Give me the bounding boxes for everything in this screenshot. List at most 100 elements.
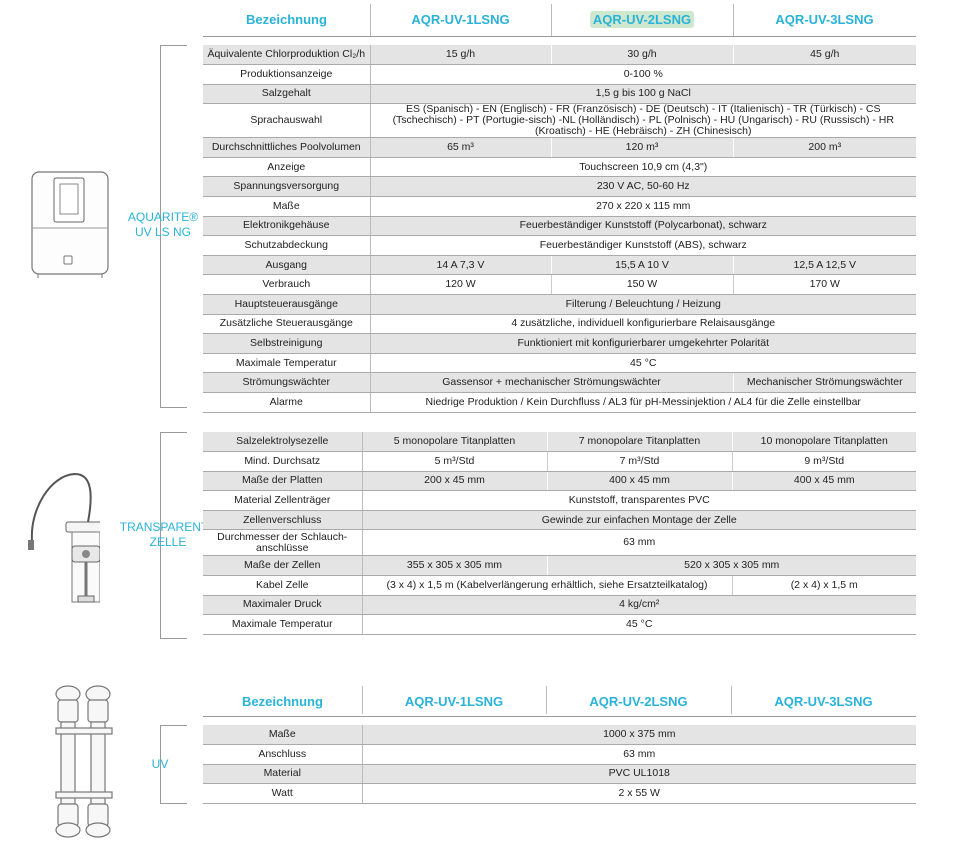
spec-value: 0-100 %	[370, 64, 916, 85]
controller-device-image	[31, 171, 109, 278]
spec-value: 150 W	[551, 274, 734, 296]
spec-label: Maximale Temperatur	[203, 353, 371, 374]
spec-label: Hauptsteuerausgänge	[203, 294, 371, 315]
spec-value: Niedrige Produktion / Kein Durchfluss / …	[370, 392, 916, 413]
spec-label: Kabel Zelle	[203, 575, 363, 596]
spec-value: Mechanischer Strömungswächter	[733, 372, 916, 393]
spec-label: Material Zellenträger	[203, 490, 363, 511]
spec-value: Feuerbeständiger Kunststoff (Polycarbona…	[370, 216, 916, 237]
spec-value: 170 W	[733, 274, 916, 296]
spec-value: 270 x 220 x 115 mm	[370, 196, 916, 217]
spec-value: Filterung / Beleuchtung / Heizung	[370, 294, 916, 315]
spec-value: 45 g/h	[733, 45, 916, 66]
spec-value: (3 x 4) x 1,5 m (Kabelverlängerung erhäl…	[362, 575, 733, 596]
spec-label: Maximale Temperatur	[203, 614, 363, 635]
spec-value: Touchscreen 10,9 cm (4,3")	[370, 157, 916, 178]
spec-value: (2 x 4) x 1,5 m	[732, 575, 916, 596]
spec-value: Feuerbeständiger Kunststoff (ABS), schwa…	[370, 235, 916, 256]
spec-value: 63 mm	[362, 529, 916, 557]
spec-label: Ausgang	[203, 255, 371, 276]
spec-label: Produktionsanzeige	[203, 64, 371, 85]
spec-value: ES (Spanisch) - EN (Englisch) - FR (Fran…	[370, 103, 916, 139]
spec-value: 4 kg/cm²	[362, 595, 916, 616]
uv-header-model-1: AQR-UV-1LSNG	[404, 693, 504, 709]
spec-value: 63 mm	[362, 744, 916, 765]
spec-label: Anschluss	[203, 744, 363, 765]
spec-label: Maße	[203, 725, 363, 746]
uv-lamp-image	[55, 685, 113, 838]
spec-value: Gassensor + mechanischer Strömungswächte…	[370, 372, 734, 393]
spec-value: 45 °C	[370, 353, 916, 374]
spec-value: PVC UL1018	[362, 764, 916, 785]
spec-value: Kunststoff, transparentes PVC	[362, 490, 916, 511]
spec-value: 5 monopolare Titanplatten	[362, 432, 548, 453]
spec-value: 9 m³/Std	[732, 451, 916, 472]
spec-label: Salzgehalt	[203, 84, 371, 105]
spec-label: Sprachauswahl	[203, 103, 371, 139]
spec-label: Äquivalente Chlorproduktion Cl₂/h	[203, 45, 371, 66]
spec-value: 230 V AC, 50-60 Hz	[370, 176, 916, 198]
spec-value: 10 monopolare Titanplatten	[732, 432, 916, 453]
spec-value: 520 x 305 x 305 mm	[547, 555, 916, 577]
spec-label: Selbstreinigung	[203, 333, 371, 354]
spec-label: Durchschnittliches Poolvolumen	[203, 137, 371, 158]
uv-header-designation: Bezeichnung	[242, 693, 323, 709]
spec-label: Verbrauch	[203, 274, 371, 296]
uv-header-model-3: AQR-UV-3LSNG	[774, 693, 873, 709]
spec-label: Elektronikgehäuse	[203, 216, 371, 237]
header-model-3: AQR-UV-3LSNG	[775, 11, 874, 27]
spec-label: Material	[203, 764, 363, 785]
header-model-2: AQR-UV-2LSNG	[551, 6, 733, 32]
spec-value: 1000 x 375 mm	[362, 725, 916, 746]
spec-value: 7 monopolare Titanplatten	[547, 432, 733, 453]
spec-label: Spannungsversorgung	[203, 176, 371, 198]
spec-value: 15 g/h	[370, 45, 552, 66]
header-designation: Bezeichnung	[246, 11, 327, 27]
spec-label: Strömungswächter	[203, 372, 371, 393]
spec-label: Zellenverschluss	[203, 510, 363, 531]
spec-label: Maße	[203, 196, 371, 217]
spec-value: 12,5 A 12,5 V	[733, 255, 916, 276]
spec-value: Funktioniert mit konfigurierbarer umgeke…	[370, 333, 916, 354]
spec-value: 65 m³	[370, 137, 552, 158]
spec-value: 4 zusätzliche, individuell konfigurierba…	[370, 314, 916, 335]
spec-value: 120 m³	[551, 137, 734, 158]
spec-value: 30 g/h	[551, 45, 734, 66]
spec-value: Gewinde zur einfachen Montage der Zelle	[362, 510, 916, 531]
spec-value: 200 x 45 mm	[362, 471, 548, 492]
spec-label: Anzeige	[203, 157, 371, 178]
uv-header-model-2: AQR-UV-2LSNG	[589, 693, 688, 709]
spec-value: 400 x 45 mm	[732, 471, 916, 492]
spec-label: Durchmesser der Schlauch-anschlüsse	[203, 529, 363, 557]
